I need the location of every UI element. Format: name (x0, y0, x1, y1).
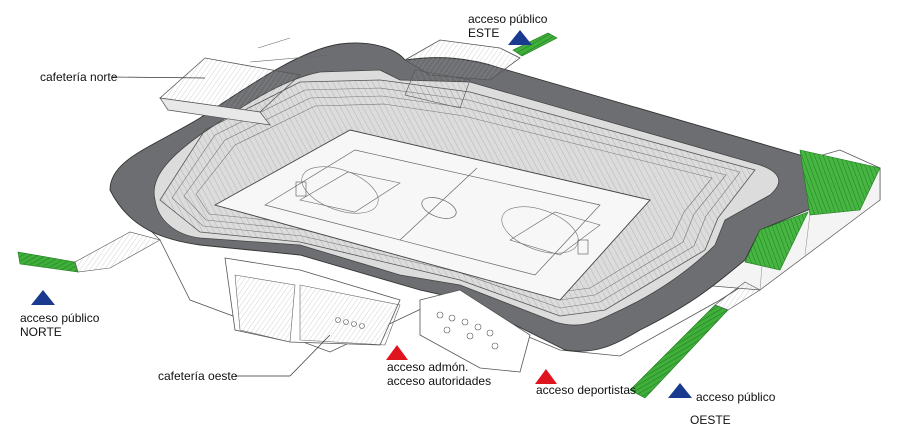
label-acceso-este: acceso público ESTE (468, 12, 547, 40)
east-entrance-block (404, 39, 521, 109)
green-ramps (17, 32, 881, 399)
label-acceso-deportistas: acceso deportistas (536, 383, 637, 397)
leader-lines (111, 76, 331, 377)
leader-cafeteria-norte (111, 76, 206, 79)
label-cafeteria-norte: cafetería norte (40, 70, 118, 84)
deportistas-block (419, 289, 531, 373)
label-cafeteria-oeste: cafetería oeste (158, 369, 238, 383)
marker-acceso-deportistas (535, 369, 557, 384)
label-acceso-norte-line1: acceso público (20, 311, 100, 325)
label-acceso-este-line2: ESTE (468, 26, 500, 40)
marker-acceso-norte (31, 290, 55, 305)
marker-acceso-oeste (668, 383, 692, 398)
marker-acceso-admon (386, 345, 408, 360)
cafeteria-norte-block (159, 37, 331, 126)
ramp-norte (17, 251, 79, 273)
label-acceso-oeste-line2: OESTE (690, 413, 731, 427)
label-acceso-admon: acceso admón. acceso autoridades (387, 360, 491, 388)
ramp-east-side (799, 149, 881, 216)
label-acceso-oeste-line1: acceso público (696, 390, 776, 404)
marker-acceso-este (508, 30, 532, 45)
leader-cafeteria-oeste-d (289, 334, 331, 377)
ramp-este (512, 32, 558, 57)
label-acceso-admon-line2: acceso autoridades (387, 374, 492, 388)
ramp-east-lower (744, 211, 809, 271)
label-acceso-norte-line2: NORTE (20, 325, 62, 339)
cafeteria-oeste-block (224, 257, 401, 346)
label-acceso-admon-line1: acceso admón. (387, 360, 469, 374)
access-markers (31, 30, 692, 398)
label-acceso-norte: acceso público NORTE (20, 311, 99, 339)
label-acceso-este-line1: acceso público (468, 12, 548, 26)
court (213, 129, 651, 301)
